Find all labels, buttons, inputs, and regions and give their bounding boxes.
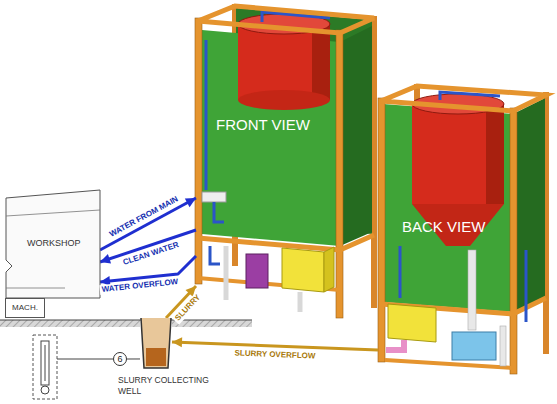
node-text: SLURRY COLLECTING WELL xyxy=(118,375,230,397)
ground xyxy=(0,320,252,327)
front-view-unit: FRONT VIEW xyxy=(196,8,376,318)
red-tank-shade xyxy=(486,104,504,204)
flow-label: SLURRY xyxy=(171,291,203,325)
node-text: BACK VIEW xyxy=(402,218,485,236)
white-pipe xyxy=(224,246,229,300)
flow-arrow xyxy=(127,358,140,359)
blue-pipe xyxy=(525,250,528,322)
frame-beam xyxy=(198,6,374,33)
pump-shaft xyxy=(45,345,46,381)
yellow-tank xyxy=(388,304,436,342)
flow-label: SLURRY OVERFLOW xyxy=(232,348,317,361)
green-panel xyxy=(513,98,545,312)
workshop-line xyxy=(6,210,100,216)
node-text: MACH. xyxy=(12,303,38,313)
well-outline xyxy=(140,318,172,370)
node-text: FRONT VIEW xyxy=(216,116,310,134)
flow-label: CLEAN WATER xyxy=(120,239,182,268)
green-panel xyxy=(383,104,513,312)
arrowhead xyxy=(185,198,196,207)
frame-post xyxy=(378,98,385,362)
blue-pipe xyxy=(205,40,208,190)
valve xyxy=(202,192,226,202)
flow-arrow xyxy=(172,337,378,350)
flow-line xyxy=(127,358,140,359)
frame-post xyxy=(510,108,517,374)
ground-line xyxy=(0,320,141,321)
pump xyxy=(33,335,113,399)
yellow-tank xyxy=(324,247,334,292)
red-tank-shade xyxy=(312,24,330,100)
red-tank xyxy=(238,24,330,100)
flow-arrow xyxy=(100,198,196,250)
white-pipe xyxy=(298,292,303,312)
pump-pipe xyxy=(57,359,113,360)
frame-beam xyxy=(381,86,546,111)
flow-label: WATER OVERFLOW xyxy=(99,277,180,295)
front-unit xyxy=(195,4,377,318)
callout-circle: 6 xyxy=(113,352,127,366)
white-pipe xyxy=(500,326,506,366)
pump-housing xyxy=(33,335,57,399)
back-view-unit: BACK VIEW xyxy=(378,85,550,375)
yellow-tank xyxy=(282,248,324,292)
well-wall xyxy=(141,318,171,368)
flow-line xyxy=(100,198,196,250)
flow-label: WATER FROM MAIN xyxy=(106,193,182,240)
blue-pipe xyxy=(214,202,224,222)
workshop-line xyxy=(6,288,65,289)
blue-box xyxy=(452,332,496,360)
arrowhead xyxy=(172,337,182,347)
workshop-wall xyxy=(6,190,100,298)
purple-box xyxy=(246,254,268,288)
frame-post xyxy=(195,18,202,284)
green-panel xyxy=(340,26,372,246)
ground-hatch xyxy=(0,320,140,327)
blue-pipe xyxy=(210,246,220,264)
back-unit xyxy=(378,84,549,374)
white-pipe xyxy=(468,250,476,330)
red-tank-bottom xyxy=(238,90,330,110)
machine-box: MACH. xyxy=(5,298,45,318)
well-slurry xyxy=(146,348,166,366)
ground-hatch xyxy=(172,320,252,327)
frame-post xyxy=(336,30,343,318)
workshop-building: WORKSHOP xyxy=(5,188,100,298)
red-tank xyxy=(412,104,504,204)
arrowhead xyxy=(100,254,111,263)
pump-motor xyxy=(41,386,49,394)
pink-pipe xyxy=(386,340,404,350)
flow-line xyxy=(172,342,378,350)
blue-pipe xyxy=(399,246,402,298)
slurry-well: SLURRY COLLECTING WELL xyxy=(140,318,172,370)
frame-beam xyxy=(385,360,513,368)
node-text: WORKSHOP xyxy=(27,238,81,249)
pump-body xyxy=(41,341,49,385)
node-text: 6 xyxy=(117,354,122,364)
